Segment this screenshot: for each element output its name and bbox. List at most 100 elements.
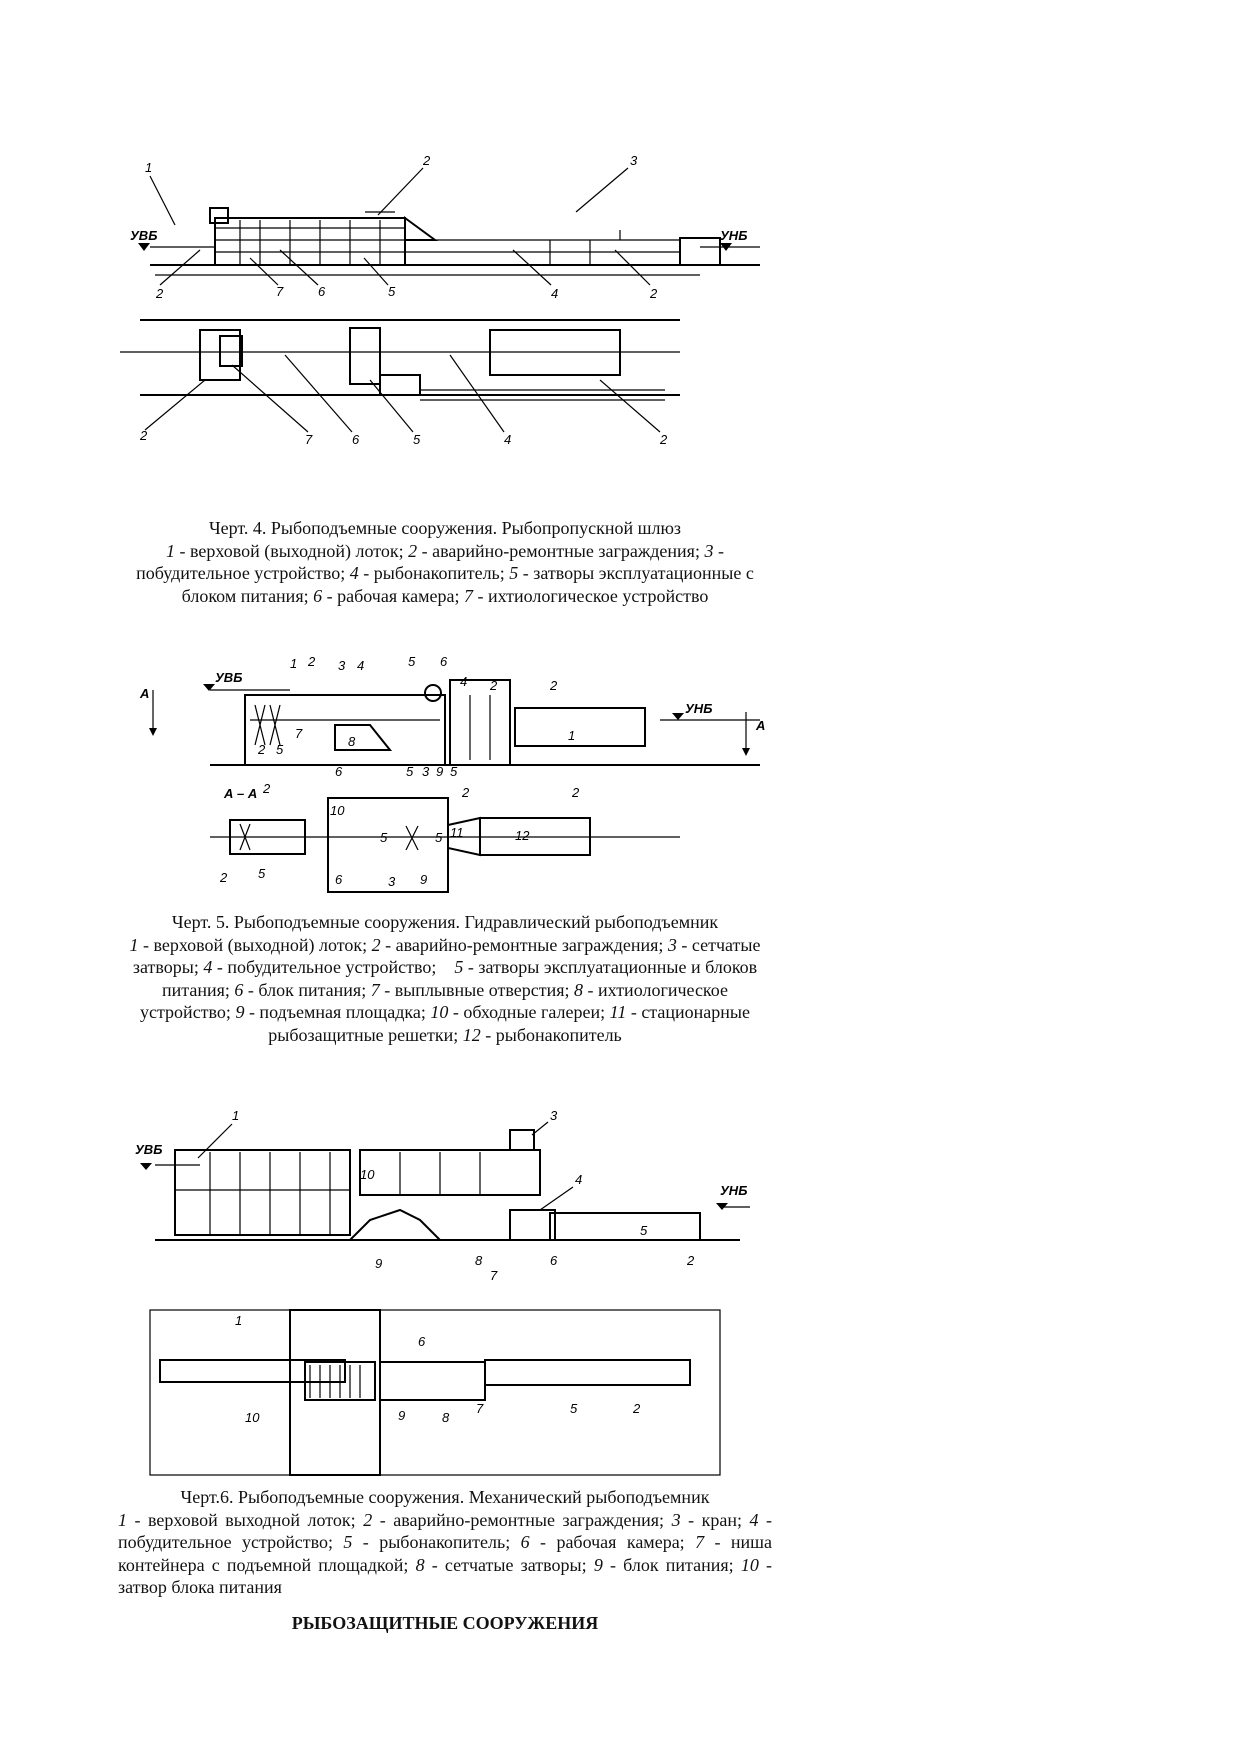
figure-4-title: Черт. 4. Рыбоподъемные сооружения. Рыбоп… (208, 518, 682, 538)
fig6-legend-num-7: 7 (695, 1532, 705, 1552)
fig4-plan-callout-2-a: 2 (139, 428, 148, 443)
fig6-plan-label-1: 1 (235, 1313, 242, 1328)
fig5-plan-label-5a: 5 (380, 830, 388, 845)
fig6-callout-4: 4 (575, 1172, 582, 1187)
fig4-callout-1-top: 1 (145, 160, 152, 175)
fig5-legend-text-11: - стационарные рыбозащитные решетки; (268, 1002, 750, 1045)
fig4-legend-text-6: - рабочая камера; (322, 585, 464, 606)
fig5-legend-num-1: 1 (129, 934, 139, 955)
fig5-label-2-elev: 2 (257, 742, 266, 757)
fig4-legend-num-2: 2 (408, 540, 418, 561)
fig6-legend-num-4: 4 (749, 1509, 759, 1530)
fig5-section-aa-label: А – А (223, 786, 257, 801)
fig5-callout-2-mid: 2 (489, 678, 498, 693)
fig5-legend-text-3: - сетчатые затворы; (132, 934, 761, 978)
fish-lock-elevation: УВБ УНБ 1 2 3 2 7 6 5 4 2 (130, 153, 760, 301)
fig6-legend-text-6: - рабочая камера; (529, 1532, 696, 1552)
fig5-legend-num-10: 10 (430, 1002, 449, 1022)
fig6-legend-num-9: 9 (593, 1554, 603, 1575)
hydraulic-lift-plan: А – А 10 5 5 11 12 2 2 2 2 5 6 3 9 (210, 781, 680, 893)
fig5-plan-label-9: 9 (420, 872, 427, 887)
fig4-plan-callout-7: 7 (305, 432, 313, 447)
fig6-legend-num-5: 5 (343, 1532, 353, 1552)
fig5-legend-num-8: 8 (574, 979, 584, 1000)
fig6-callout-1-top: 1 (232, 1110, 239, 1123)
fig6-label-5-elev: 5 (640, 1223, 648, 1238)
fig5-plan-label-5-bottom: 5 (258, 866, 266, 881)
section-heading: РЫБОЗАЩИТНЫЕ СООРУЖЕНИЯ (291, 1613, 599, 1633)
fig5-legend-num-3: 3 (667, 934, 677, 955)
fig6-legend-text-2: - аварийно-ремонтные заграждения; (372, 1509, 672, 1530)
fig5-callout-2-right: 2 (549, 678, 558, 693)
fig4-plan-callout-2-b: 2 (659, 432, 668, 447)
figure-4-legend: 1 - верховой (выходной) лоток; 2 - авари… (136, 541, 754, 606)
mechanical-fish-lift-drawing: УВБ УНБ 1 3 10 4 5 9 8 7 6 2 (135, 1110, 750, 1476)
fig5-label-1: 1 (568, 728, 575, 743)
fig4-callout-5-elev: 5 (388, 284, 396, 299)
fig6-plan-label-8: 8 (442, 1410, 450, 1425)
fig5-legend-num-9: 9 (235, 1002, 245, 1022)
fig6-legend-num-8: 8 (415, 1554, 425, 1575)
figure-5-caption: Черт. 5. Рыбоподъемные сооружения. Гидра… (118, 911, 772, 1046)
fig5-plan-label-11: 11 (450, 825, 464, 840)
fig6-legend-num-6: 6 (520, 1532, 530, 1552)
fig6-callout-7-elev: 7 (490, 1268, 498, 1283)
fig5-label-6-elev: 6 (335, 764, 343, 779)
fish-lock-plan: 1 5 2 7 6 5 4 2 (120, 319, 680, 447)
figure-4-drawing: УВБ УНБ 1 2 3 2 7 6 5 4 2 (120, 150, 1020, 510)
fig5-label-9-bottom: 9 (436, 764, 443, 779)
fig4-callout-2-top: 2 (422, 153, 431, 168)
fig5-callout-3-top: 3 (338, 658, 346, 673)
fig6-callout-9-elev: 9 (375, 1256, 382, 1271)
fig6-legend-text-3: - кран; (680, 1509, 750, 1530)
fig5-legend-text-12: - рыбонакопитель (480, 1024, 622, 1045)
fig5-label-3-bottom: 3 (422, 764, 430, 779)
fig5-callout-4-mid: 4 (460, 674, 467, 689)
fig5-legend-text-9: - подъемная площадка; (244, 1002, 431, 1022)
fig4-legend-num-4: 4 (349, 563, 359, 583)
fig5-plan-label-2-mid: 2 (461, 785, 470, 800)
fig5-plan-label-10: 10 (330, 803, 345, 818)
fig5-callout-1-top: 1 (290, 656, 297, 671)
fig6-plan-label-7: 7 (476, 1401, 484, 1416)
fig5-legend-text-10: - обходные галереи; (448, 1002, 610, 1022)
fig5-legend-num-6: 6 (234, 979, 244, 1000)
fig5-label-7: 7 (295, 726, 303, 741)
fig4-legend-num-1: 1 (166, 540, 176, 561)
fig5-legend-num-11: 11 (609, 1002, 627, 1022)
fig5-legend-num-4: 4 (203, 957, 213, 977)
fig5-legend-num-5: 5 (454, 957, 464, 977)
fig6-legend-text-4: - побудительное устройство; (118, 1509, 772, 1553)
fig5-uvb-label: УВБ (215, 670, 242, 685)
fig5-plan-label-2-bottom: 2 (219, 870, 228, 885)
mechanical-lift-elevation: УВБ УНБ 1 3 10 4 5 9 8 7 6 2 (135, 1110, 750, 1283)
fig6-plan-label-10: 10 (245, 1410, 260, 1425)
fig4-plan-callout-4: 4 (504, 432, 511, 447)
fig5-legend-text-2: - аварийно-ремонтные заграждения; (380, 934, 668, 955)
fig5-callout-4-top: 4 (357, 658, 364, 673)
fig6-callout-10-elev: 10 (360, 1167, 375, 1182)
fig4-legend-num-5: 5 (509, 563, 519, 583)
figure-6-caption: Черт.6. Рыбоподъемные сооружения. Механи… (118, 1486, 772, 1599)
fig6-legend-num-1: 1 (118, 1509, 127, 1530)
fig4-unb-label: УНБ (720, 228, 747, 243)
fig5-unb-label: УНБ (685, 701, 712, 716)
fig4-uvb-label: УВБ (130, 228, 157, 243)
fig5-legend-text-1: - верховой (выходной) лоток; (138, 934, 372, 955)
fig6-legend-text-8: - сетчатые затворы; (424, 1554, 594, 1575)
fig4-callout-3: 3 (630, 153, 638, 168)
fig6-legend-text-5: - рыбонакопитель; (352, 1532, 521, 1552)
fig6-legend-text-9: - блок питания; (602, 1554, 741, 1575)
figure-6-drawing: УВБ УНБ 1 3 10 4 5 9 8 7 6 2 (120, 1110, 1020, 1495)
fig5-plan-label-2-right: 2 (571, 785, 580, 800)
figure-5-legend: 1 - верховой (выходной) лоток; 2 - авари… (129, 935, 760, 1045)
figure-5-title: Черт. 5. Рыбоподъемные сооружения. Гидра… (171, 912, 719, 932)
fig5-callout-2-top: 2 (307, 654, 316, 669)
fig5-legend-text-8: - ихтиологическое устройство; (139, 979, 728, 1023)
fig6-plan-label-9: 9 (398, 1408, 405, 1423)
fig6-legend-num-10: 10 (740, 1554, 759, 1575)
fig4-legend-text-4: - рыбонакопитель; (358, 563, 510, 583)
fig4-callout-7-elev: 7 (276, 284, 284, 299)
fig5-plan-label-3: 3 (388, 874, 396, 889)
fig5-legend-text-5: - затворы эксплуатационные и блоков пита… (162, 957, 758, 1000)
